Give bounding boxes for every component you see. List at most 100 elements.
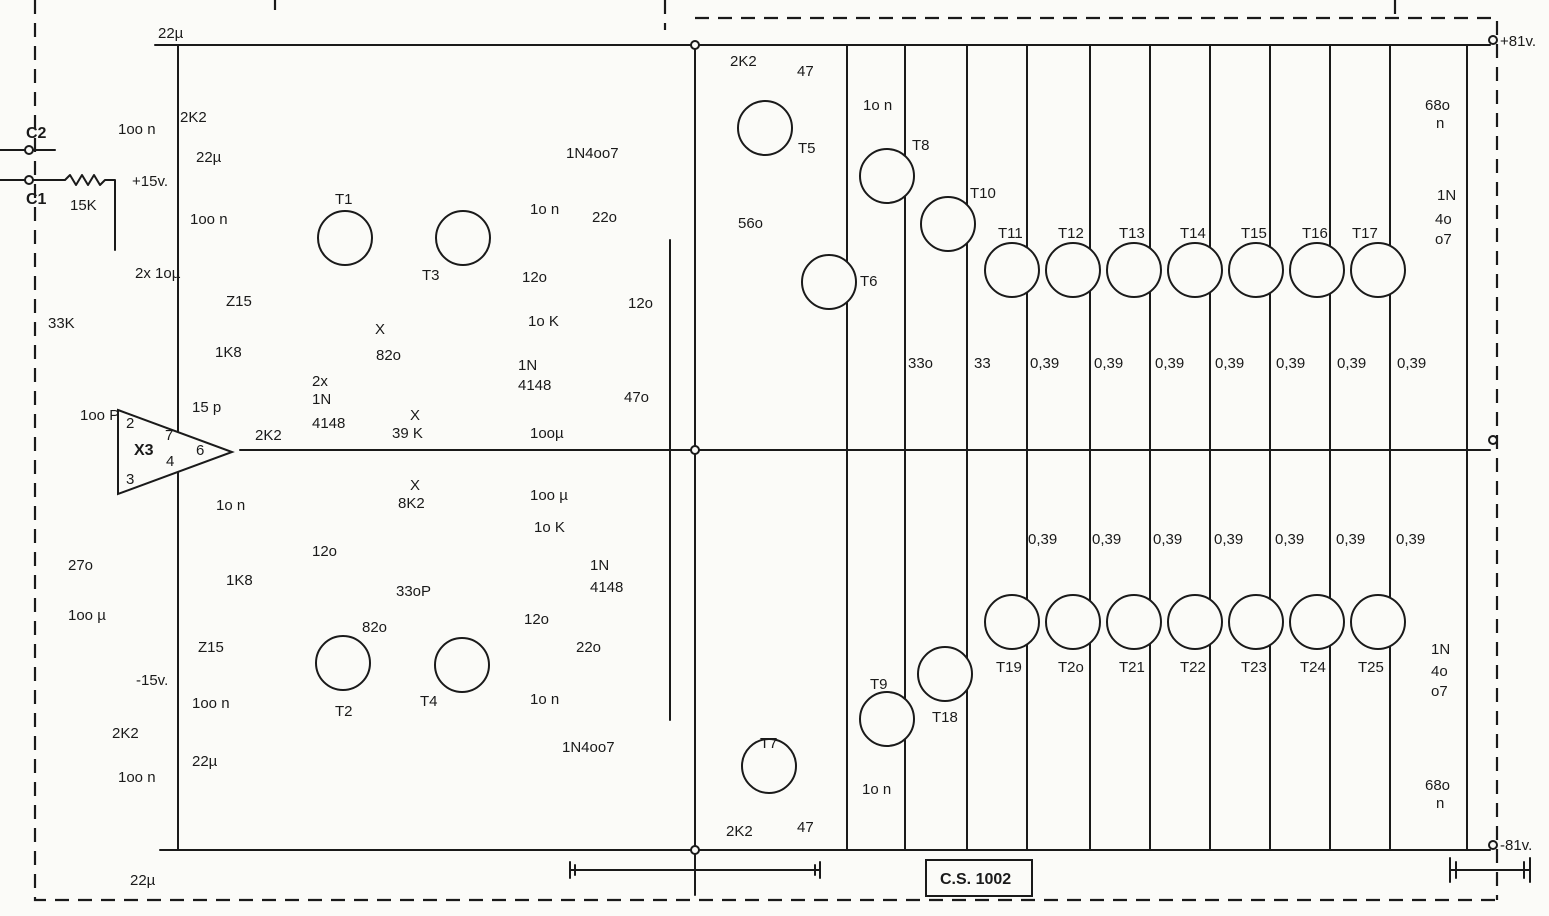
ground-symbols (569, 857, 1531, 883)
svg-text:1N: 1N (590, 557, 609, 574)
svg-text:4: 4 (166, 453, 174, 470)
svg-text:56o: 56o (738, 215, 763, 232)
svg-text:1K8: 1K8 (215, 344, 242, 361)
svg-text:+15v.: +15v. (132, 173, 168, 190)
svg-text:1N4oo7: 1N4oo7 (566, 145, 619, 162)
svg-text:22o: 22o (592, 209, 617, 226)
svg-text:Z15: Z15 (226, 293, 252, 310)
transistor-t18: T18 (932, 709, 958, 726)
svg-text:33oP: 33oP (396, 583, 431, 600)
resistor-0-39: 0,39 (1336, 531, 1365, 548)
svg-text:1oo P: 1oo P (80, 407, 119, 424)
power-rails (154, 35, 1498, 855)
transistor-t8: T8 (912, 137, 930, 154)
resistor-0-39: 0,39 (1337, 355, 1366, 372)
svg-text:22µ: 22µ (158, 25, 184, 42)
svg-text:2x: 2x (312, 373, 328, 390)
transistor-t7: T7 (760, 735, 778, 752)
svg-text:-15v.: -15v. (136, 672, 168, 689)
svg-text:1N: 1N (1437, 187, 1456, 204)
opamp-x3: 2 3 7 4 6 X3 (117, 408, 235, 496)
svg-text:4148: 4148 (590, 579, 623, 596)
transistor-t22: T22 (1180, 659, 1206, 676)
svg-text:6: 6 (196, 442, 204, 459)
transistor-t4: T4 (420, 693, 438, 710)
resistor-0-39: 0,39 (1153, 531, 1182, 548)
driver-transistors: T1 T2 T3 T4 T5 T6 T7 T8 T9 T10 T18 (315, 100, 996, 794)
transistor-t25: T25 (1358, 659, 1384, 676)
svg-text:2K2: 2K2 (255, 427, 282, 444)
svg-text:68o: 68o (1425, 97, 1450, 114)
output-transistors-bottom: T19 T2o T21 T22 T23 T24 T25 (984, 594, 1406, 676)
bus-lines (177, 44, 696, 896)
transistor-t13: T13 (1119, 225, 1145, 242)
svg-text:7: 7 (165, 427, 173, 444)
svg-text:o7: o7 (1431, 683, 1448, 700)
board-label: C.S. 1002 (940, 871, 1011, 888)
svg-text:4148: 4148 (312, 415, 345, 432)
svg-text:1o n: 1o n (530, 691, 559, 708)
svg-text:1N4oo7: 1N4oo7 (562, 739, 615, 756)
transistor-t6: T6 (860, 273, 878, 290)
svg-text:1oo n: 1oo n (118, 121, 156, 138)
svg-text:33K: 33K (48, 315, 75, 332)
svg-text:3: 3 (126, 471, 134, 488)
svg-text:4148: 4148 (518, 377, 551, 394)
transistor-t2: T2 (335, 703, 353, 720)
output-transistors-top: T11 T12 T13 T14 T15 T16 T17 (984, 225, 1406, 298)
output-columns (846, 44, 1468, 851)
svg-text:33: 33 (974, 355, 991, 372)
transistor-t10: T10 (970, 185, 996, 202)
transistor-t3: T3 (422, 267, 440, 284)
transistor-t1: T1 (335, 191, 353, 208)
opamp-label: X3 (134, 442, 154, 459)
svg-text:n: n (1436, 795, 1444, 812)
svg-text:1N: 1N (518, 357, 537, 374)
svg-text:1N: 1N (312, 391, 331, 408)
rail-pos-label: +81v. (1500, 33, 1536, 50)
emitter-resistors: 0,39 0,39 0,39 0,39 0,39 0,39 0,39 0,39 … (1028, 355, 1426, 548)
board-label-box: C.S. 1002 (925, 859, 1033, 897)
rail-neg-label: -81v. (1500, 837, 1532, 854)
transistor-t19: T19 (996, 659, 1022, 676)
svg-text:47o: 47o (624, 389, 649, 406)
svg-text:1o n: 1o n (863, 97, 892, 114)
svg-text:2: 2 (126, 415, 134, 432)
input-c2-label: C2 (26, 125, 47, 142)
svg-text:2K2: 2K2 (730, 53, 757, 70)
svg-text:2K2: 2K2 (112, 725, 139, 742)
svg-text:68o: 68o (1425, 777, 1450, 794)
transistor-t11: T11 (998, 225, 1023, 242)
svg-text:o7: o7 (1435, 231, 1452, 248)
resistor-0-39: 0,39 (1092, 531, 1121, 548)
svg-text:22µ: 22µ (192, 753, 218, 770)
svg-text:1ooµ: 1ooµ (530, 425, 564, 442)
svg-text:X: X (410, 407, 420, 424)
svg-text:15 p: 15 p (192, 399, 221, 416)
transistor-t5: T5 (798, 140, 816, 157)
svg-text:82o: 82o (362, 619, 387, 636)
transistor-t9: T9 (870, 676, 888, 693)
board-outline (33, 0, 1499, 902)
svg-text:1o K: 1o K (534, 519, 565, 536)
svg-text:1oo µ: 1oo µ (530, 487, 568, 504)
svg-text:22o: 22o (576, 639, 601, 656)
svg-text:12o: 12o (522, 269, 547, 286)
svg-text:47: 47 (797, 819, 814, 836)
svg-text:1o K: 1o K (528, 313, 559, 330)
svg-text:1N: 1N (1431, 641, 1450, 658)
svg-text:1oo n: 1oo n (192, 695, 230, 712)
input-c1-label: C1 (26, 191, 47, 208)
svg-text:1K8: 1K8 (226, 572, 253, 589)
resistor-0-39: 0,39 (1397, 355, 1426, 372)
svg-text:27o: 27o (68, 557, 93, 574)
transistor-t24: T24 (1300, 659, 1326, 676)
svg-text:1oo µ: 1oo µ (68, 607, 106, 624)
svg-text:2x 1oµ: 2x 1oµ (135, 265, 181, 282)
svg-text:22µ: 22µ (130, 872, 156, 889)
svg-text:1o n: 1o n (216, 497, 245, 514)
resistor-0-39: 0,39 (1028, 531, 1057, 548)
resistor-0-39: 0,39 (1214, 531, 1243, 548)
